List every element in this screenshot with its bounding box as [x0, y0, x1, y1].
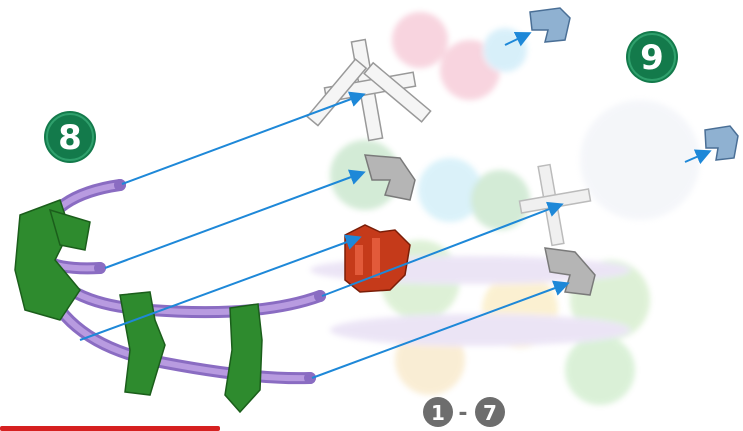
purple-rods — [40, 179, 326, 384]
step-range-indicator: 1 - 7 — [423, 397, 505, 427]
range-start-label: 1 — [431, 401, 445, 425]
range-end-label: 7 — [483, 401, 497, 425]
footer-red-bar — [0, 426, 220, 431]
step-9-badge: 9 — [626, 31, 678, 83]
step-8-label: 8 — [58, 118, 82, 158]
step-9-label: 9 — [640, 38, 664, 78]
step-8-badge: 8 — [44, 111, 96, 163]
range-separator: - — [458, 401, 467, 426]
